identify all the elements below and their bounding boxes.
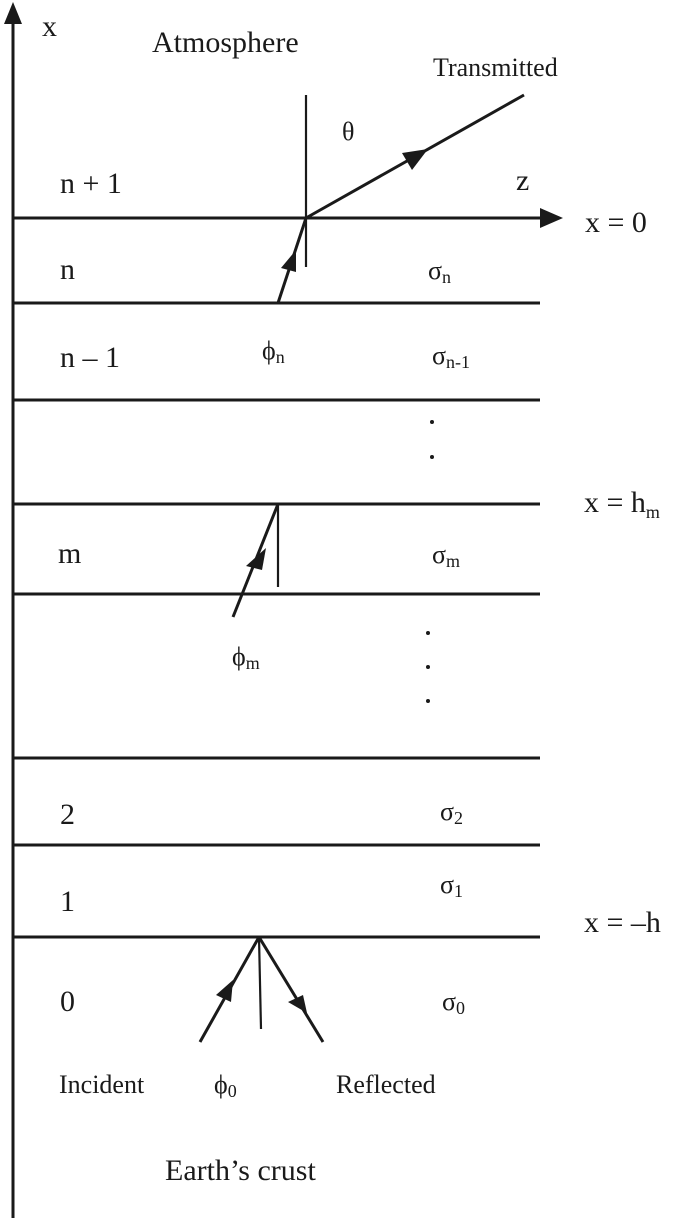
sigma-1: σ1 [440,870,463,901]
layer-label-1: 1 [60,885,75,918]
incident-label: Incident [59,1070,145,1099]
layer-label-m: m [58,537,81,570]
atmosphere-label: Atmosphere [152,26,299,59]
x-axis-label: x [42,10,57,43]
z-axis-label: z [516,164,529,197]
earth-crust-label: Earth’s crust [165,1154,316,1187]
reflected-label: Reflected [336,1070,436,1099]
layer-label-n: n [60,253,75,286]
z-axis: z x = 0 [13,164,647,239]
phi-m-label: ϕm [232,642,260,673]
layer-label-2: 2 [60,798,75,831]
ray-layer-n: ϕn [262,217,308,367]
sigma-n: σn [428,256,451,287]
transmitted-ray: Transmitted θ [304,53,558,267]
sigma-0: σ0 [442,987,465,1018]
layer-label-0: 0 [60,985,75,1018]
incident-reflected-rays: Incident ϕ0 Reflected [59,936,436,1101]
layer-label-n-minus-1: n – 1 [60,341,120,374]
boundary-xhm-label: x = hm [584,486,660,522]
sigma-m: σm [432,540,460,571]
ellipsis-upper [430,420,434,459]
layer-boundaries [13,301,540,939]
sigma-2: σ2 [440,797,463,828]
sigma-n-minus-1: σn-1 [432,341,470,372]
transmitted-arrow-icon [402,149,428,170]
incident-arrow-icon [216,980,233,1002]
phi-n-label: ϕn [262,336,285,367]
normal-line-bottom [257,936,263,1030]
boundary-x0-label: x = 0 [585,206,647,239]
x-axis-arrow-icon [4,2,22,24]
boundary-xh-label: x = –h [584,906,661,939]
ray-n-arrow-icon [281,250,296,272]
x-axis: x [4,2,57,1218]
ray-m-arrow-icon [246,548,266,570]
conductivity-labels: σn σn-1 σm σ2 σ1 σ0 [428,256,470,1018]
z-axis-arrow-icon [540,208,563,228]
ellipsis-lower [426,631,430,703]
layer-index-labels: n + 1 n n – 1 m 2 1 0 [58,167,122,1018]
reflected-arrow-icon [288,995,307,1013]
theta-label: θ [342,117,354,146]
ray-layer-m: ϕm [231,503,280,673]
layer-label-n-plus-1: n + 1 [60,167,122,200]
transmitted-label: Transmitted [433,53,558,82]
phi-0-label: ϕ0 [214,1070,237,1101]
